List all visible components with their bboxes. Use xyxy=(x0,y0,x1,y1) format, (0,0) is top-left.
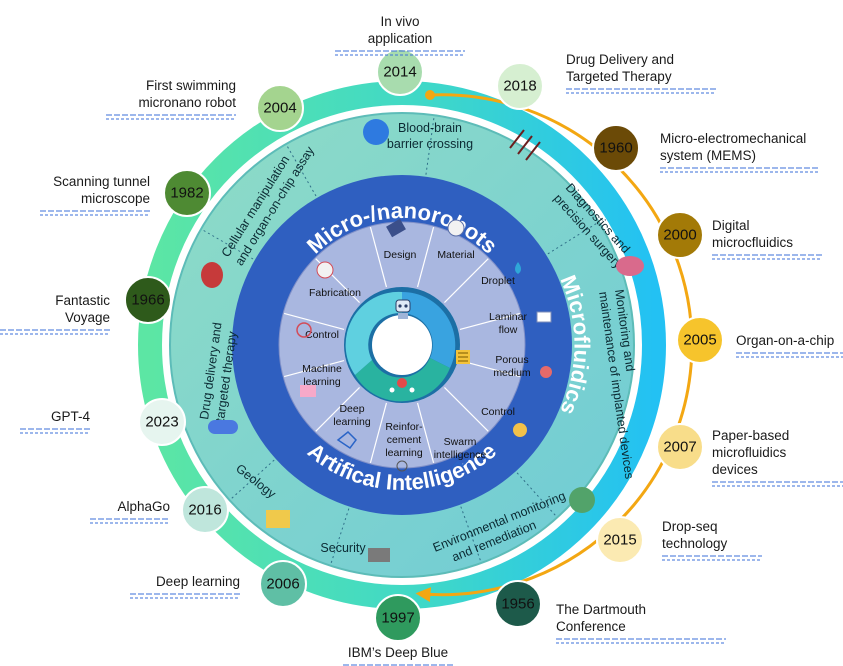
seg-control-left: Control xyxy=(305,329,339,341)
segment-divider xyxy=(416,402,435,463)
control-icon xyxy=(296,322,312,338)
timeline-year: 2016 xyxy=(188,502,221,519)
arrow-start-dot xyxy=(425,90,435,100)
timeline-node-2015 xyxy=(596,516,644,564)
heart-device-icon xyxy=(616,256,644,276)
segment-divider xyxy=(284,312,345,331)
timeline-label: Organ-on-a-chip xyxy=(736,333,834,348)
timeline-year: 2006 xyxy=(266,576,299,593)
timeline-node-2000 xyxy=(656,211,704,259)
segment-divider xyxy=(315,387,360,432)
segment-divider xyxy=(284,359,345,378)
swarm-icon xyxy=(451,459,469,469)
material-icon xyxy=(447,219,465,237)
timeline-node-1960 xyxy=(592,124,640,172)
timeline-year: 1960 xyxy=(599,140,632,157)
seg-control-right: Control xyxy=(481,406,515,418)
timeline-node-2018 xyxy=(496,62,544,110)
timeline-year: 2018 xyxy=(503,78,536,95)
timeline-node-2016 xyxy=(181,486,229,534)
timeline-node-1966 xyxy=(124,276,172,324)
porous-icon xyxy=(540,366,552,378)
map-icon xyxy=(266,510,290,528)
network-icon xyxy=(389,378,415,393)
surgery-tools-icon xyxy=(509,129,541,161)
segment-divider xyxy=(459,312,520,331)
core-arrow-top xyxy=(402,291,456,368)
timeline-node-2005 xyxy=(676,316,724,364)
timeline-year: 2005 xyxy=(683,332,716,349)
timeline-node-1997 xyxy=(374,594,422,642)
timeline-year: 2000 xyxy=(663,227,696,244)
design-icon xyxy=(386,218,406,238)
timeline-label: AlphaGo xyxy=(117,499,170,514)
seg-droplet: Droplet xyxy=(481,275,515,287)
timeline-year: 2014 xyxy=(383,64,416,81)
core-arrow-left xyxy=(345,291,402,375)
segment-divider xyxy=(369,402,388,463)
timeline-node-2004 xyxy=(256,84,304,132)
brain-cells-icon xyxy=(363,119,389,145)
timeline-year: 1997 xyxy=(381,610,414,627)
segment-divider xyxy=(444,387,489,432)
timeline-node-2006 xyxy=(259,560,307,608)
timeline-label: Deep learning xyxy=(156,574,240,589)
timeline-node-1956 xyxy=(494,580,542,628)
timeline-label: IBM’s Deep Blue xyxy=(348,645,448,660)
capsule-icon xyxy=(208,420,238,434)
machine-learning-icon xyxy=(300,385,316,397)
laminar-icon xyxy=(536,311,552,323)
timeline-label: GPT-4 xyxy=(51,409,91,424)
control-gear-icon xyxy=(513,423,527,437)
segment-divider xyxy=(369,227,388,288)
timeline-year: 1966 xyxy=(131,292,164,309)
maze-icon xyxy=(456,350,470,364)
timeline-node-2023 xyxy=(138,398,186,446)
earth-leaf-icon xyxy=(569,487,595,513)
timeline-year: 2004 xyxy=(263,100,296,117)
fabrication-icon xyxy=(316,261,334,279)
deep-learning-icon xyxy=(336,430,357,450)
timeline-year: 1956 xyxy=(501,596,534,613)
seg-fabrication: Fabrication xyxy=(309,287,361,299)
app-label-security: Security xyxy=(320,541,366,555)
timeline-year: 1982 xyxy=(170,185,203,202)
timeline-year: 2023 xyxy=(145,414,178,431)
robot-icon xyxy=(395,299,411,319)
seg-material: Material xyxy=(437,249,474,261)
timeline-year: 2015 xyxy=(603,532,636,549)
seg-design: Design xyxy=(384,249,417,261)
timeline-node-2007 xyxy=(656,423,704,471)
segment-divider xyxy=(416,227,435,288)
camera-icon xyxy=(368,548,390,562)
segment-divider xyxy=(444,258,489,303)
droplet-icon xyxy=(515,262,521,274)
timeline-year: 2007 xyxy=(663,439,696,456)
timeline-node-2014 xyxy=(376,48,424,96)
reinforcement-icon xyxy=(396,460,408,472)
timeline-node-1982 xyxy=(163,169,211,217)
kidney-icon xyxy=(201,262,223,288)
core-center xyxy=(372,315,432,375)
